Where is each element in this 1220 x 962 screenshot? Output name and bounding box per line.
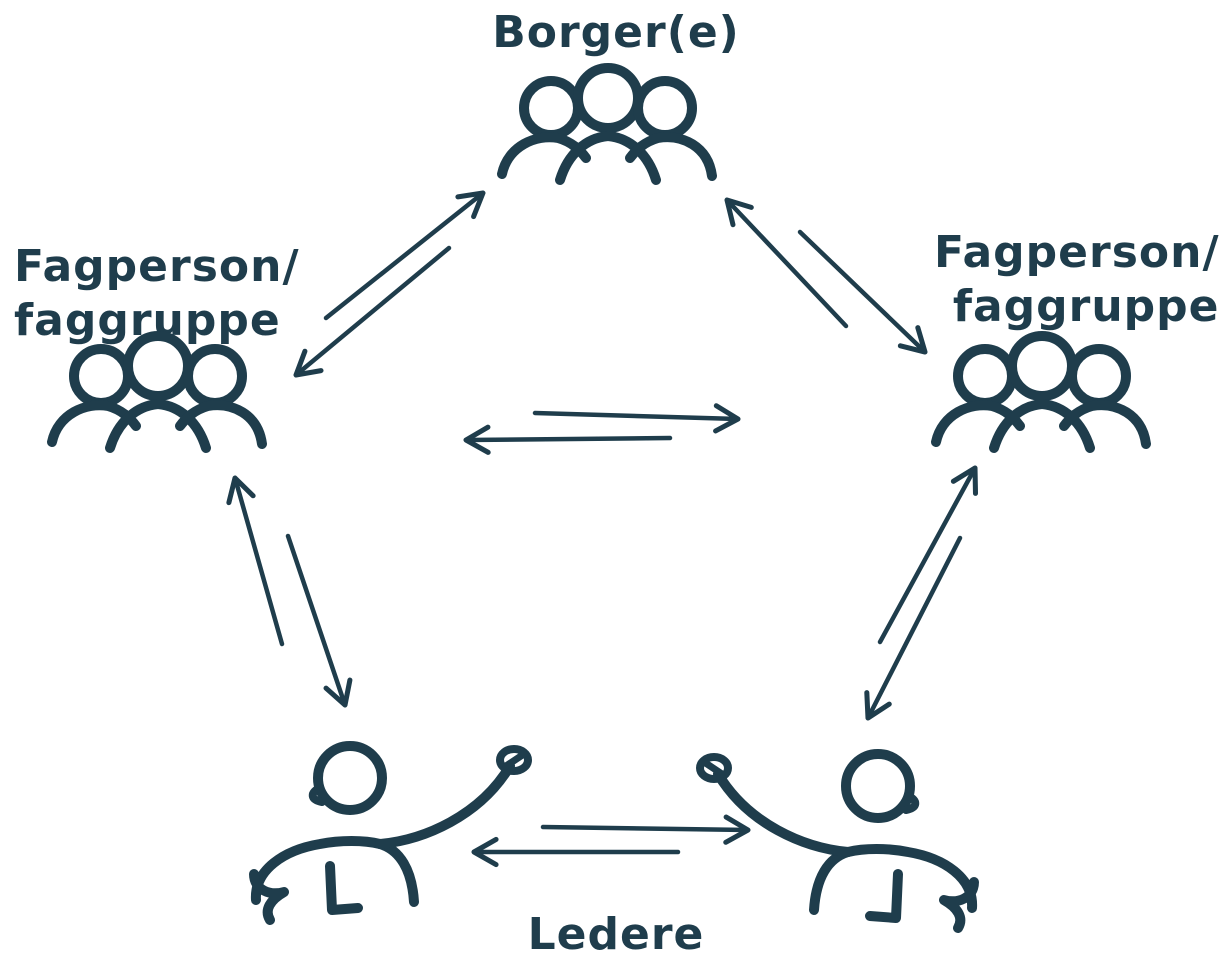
arrows [226, 190, 979, 868]
label-fagperson-left-line1: Fagperson/ [14, 241, 300, 292]
arrow-left-to-leader-left [285, 533, 353, 708]
label-fagperson-left: Fagperson/ faggruppe [14, 240, 300, 348]
arrow-left-to-top [323, 190, 486, 321]
arrow-right-to-top [724, 197, 849, 329]
arrow-left-to-right [532, 403, 741, 434]
arrow-top-to-right [797, 229, 928, 355]
arrow-leader-left-to-left [226, 475, 285, 647]
leader-left-icon [254, 746, 528, 920]
label-fagperson-right-line1: Fagperson/ [934, 227, 1220, 278]
label-fagperson-right-line2: faggruppe [952, 281, 1220, 332]
arrow-leader-left-to-leader-right [540, 814, 751, 845]
group-fagperson-right-icon [936, 336, 1146, 448]
label-borgere: Borger(e) [492, 7, 740, 58]
arrow-right-to-left [463, 424, 673, 455]
label-ledere: Ledere [527, 909, 705, 960]
arrow-top-to-left [293, 245, 452, 378]
label-fagperson-right: Fagperson/ faggruppe [934, 226, 1220, 334]
leader-right-icon [700, 754, 974, 928]
arrow-right-to-leader-right [864, 535, 963, 721]
arrow-leader-right-to-right [877, 465, 979, 645]
group-fagperson-left-icon [52, 336, 262, 448]
group-borgere-icon [502, 68, 712, 180]
